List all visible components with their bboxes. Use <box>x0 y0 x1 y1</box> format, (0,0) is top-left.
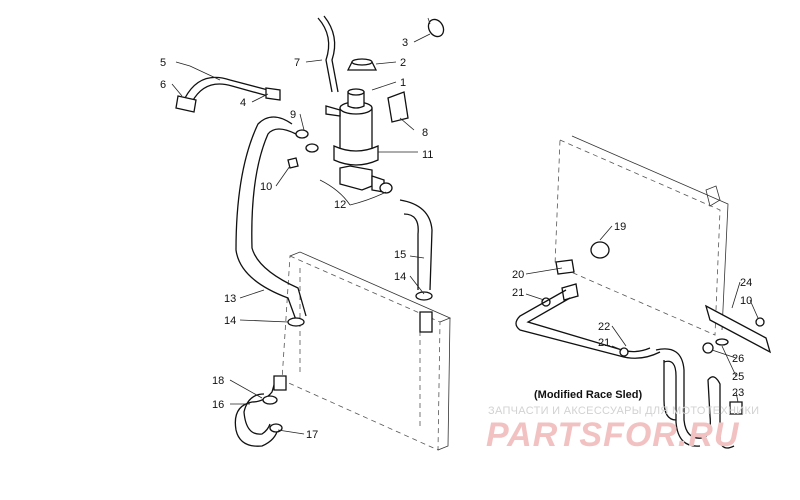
callout-9: 9 <box>290 109 296 121</box>
elbow-hose <box>234 375 287 447</box>
callout-25: 25 <box>732 371 744 383</box>
callout-4: 4 <box>240 97 246 109</box>
lower-radiator-hose <box>399 199 433 333</box>
callout-12: 12 <box>334 199 346 211</box>
callout-13: 13 <box>224 293 236 305</box>
callout-8: 8 <box>422 127 428 139</box>
callout-20: 20 <box>512 269 524 281</box>
clamp-ring <box>427 17 445 38</box>
callout-3: 3 <box>402 37 408 49</box>
callout-11: 11 <box>422 149 433 161</box>
callout-6: 6 <box>160 79 166 91</box>
callout-15: 15 <box>394 249 406 261</box>
heat-exchanger-left <box>281 251 452 451</box>
plug-grommet <box>590 241 610 259</box>
callout-22: 22 <box>598 321 610 333</box>
callout-numbers: 1 2 3 4 5 6 7 8 9 10 11 12 13 14 14 15 1… <box>160 37 752 441</box>
watermark-subtitle: ЗАПЧАСТИ И АКСЕССУАРЫ ДЛЯ МОТОТЕХНИКИ <box>488 405 759 417</box>
diagram-caption: (Modified Race Sled) <box>534 389 643 401</box>
hose-bracket <box>702 304 772 354</box>
callout-21-upper: 21 <box>512 287 524 299</box>
leader-lines <box>171 33 759 435</box>
callout-26: 26 <box>732 353 744 365</box>
reservoir-cap <box>346 58 378 71</box>
callout-16: 16 <box>212 399 224 411</box>
callout-18: 18 <box>212 375 224 387</box>
callout-14-right: 14 <box>394 271 406 283</box>
coolant-reservoir <box>325 88 385 193</box>
heat-exchanger-right <box>554 135 729 336</box>
callout-1: 1 <box>400 77 406 89</box>
callout-10-left: 10 <box>260 181 272 193</box>
watermark-logo: PARTSFOR.RU <box>486 416 740 454</box>
inlet-fitting <box>541 259 579 307</box>
watermark: ЗАПЧАСТИ И АКСЕССУАРЫ ДЛЯ МОТОТЕХНИКИ PA… <box>486 405 759 454</box>
callout-2: 2 <box>400 57 406 69</box>
callout-14-left: 14 <box>224 315 236 327</box>
callout-5: 5 <box>160 57 166 69</box>
callout-24: 24 <box>740 277 752 289</box>
upper-radiator-hose <box>235 116 307 327</box>
callout-10-right: 10 <box>740 295 752 307</box>
overflow-hose <box>317 15 339 93</box>
hose-clamps-upper <box>287 129 393 194</box>
callout-23: 23 <box>732 387 744 399</box>
callout-7: 7 <box>294 57 300 69</box>
callout-21-lower: 21 <box>598 337 610 349</box>
callout-17: 17 <box>306 429 318 441</box>
mount-bracket <box>387 91 409 123</box>
vent-hose <box>175 76 281 113</box>
callout-19: 19 <box>614 221 626 233</box>
